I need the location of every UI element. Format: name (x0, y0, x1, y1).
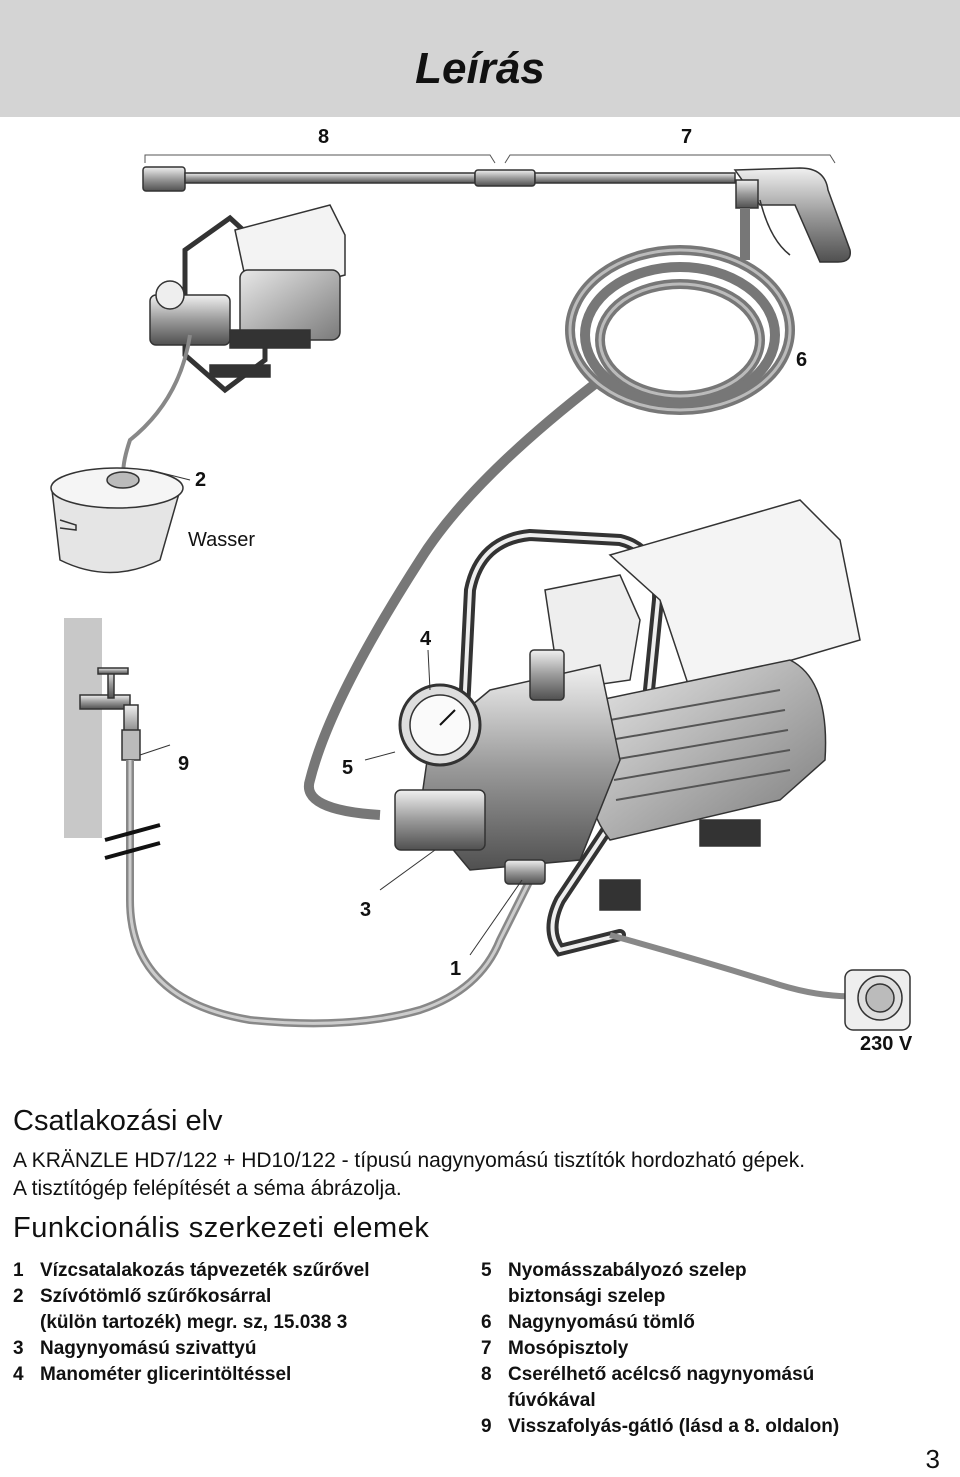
callout-3: 3 (360, 899, 372, 921)
connection-text: A KRÄNZLE HD7/122 + HD10/122 - típusú na… (13, 1147, 943, 1203)
callout-7: 7 (681, 126, 693, 148)
connection-title: Csatlakozási elv (13, 1105, 223, 1137)
power-socket (844, 969, 911, 1031)
callout-8: 8 (318, 126, 330, 148)
callout-5: 5 (342, 757, 354, 779)
wasser-label: Wasser (188, 529, 256, 551)
list-item: (külön tartozék) megr. sz, 15.038 3 (40, 1312, 348, 1333)
spray-lance (142, 166, 851, 263)
elements-title: Funkcionális szerkezeti elemek (13, 1212, 430, 1244)
page-title: Leírás (415, 44, 545, 93)
callout-1: 1 (450, 958, 462, 980)
callout-2: 2 (195, 469, 207, 491)
list-item: biztonsági szelep (508, 1286, 666, 1307)
main-machine (394, 499, 861, 957)
connection-line-2: A tisztítógép felépítését a séma ábrázol… (13, 1177, 402, 1200)
callout-9: 9 (178, 753, 190, 775)
list-item: fúvókával (508, 1390, 596, 1411)
connection-line-1: A KRÄNZLE HD7/122 + HD10/122 - típusú na… (13, 1149, 806, 1172)
machine-diagram: 8 7 6 2 Wasser 4 9 5 3 1 230 V (0, 117, 960, 1077)
small-machine (149, 204, 346, 394)
page-number: 3 (925, 1444, 940, 1474)
diagram-illustration (50, 154, 911, 1031)
voltage-label: 230 V (860, 1033, 913, 1055)
callout-6: 6 (796, 349, 808, 371)
callout-4: 4 (420, 628, 432, 650)
water-bucket (50, 467, 184, 574)
header-band: Leírás (0, 0, 960, 117)
